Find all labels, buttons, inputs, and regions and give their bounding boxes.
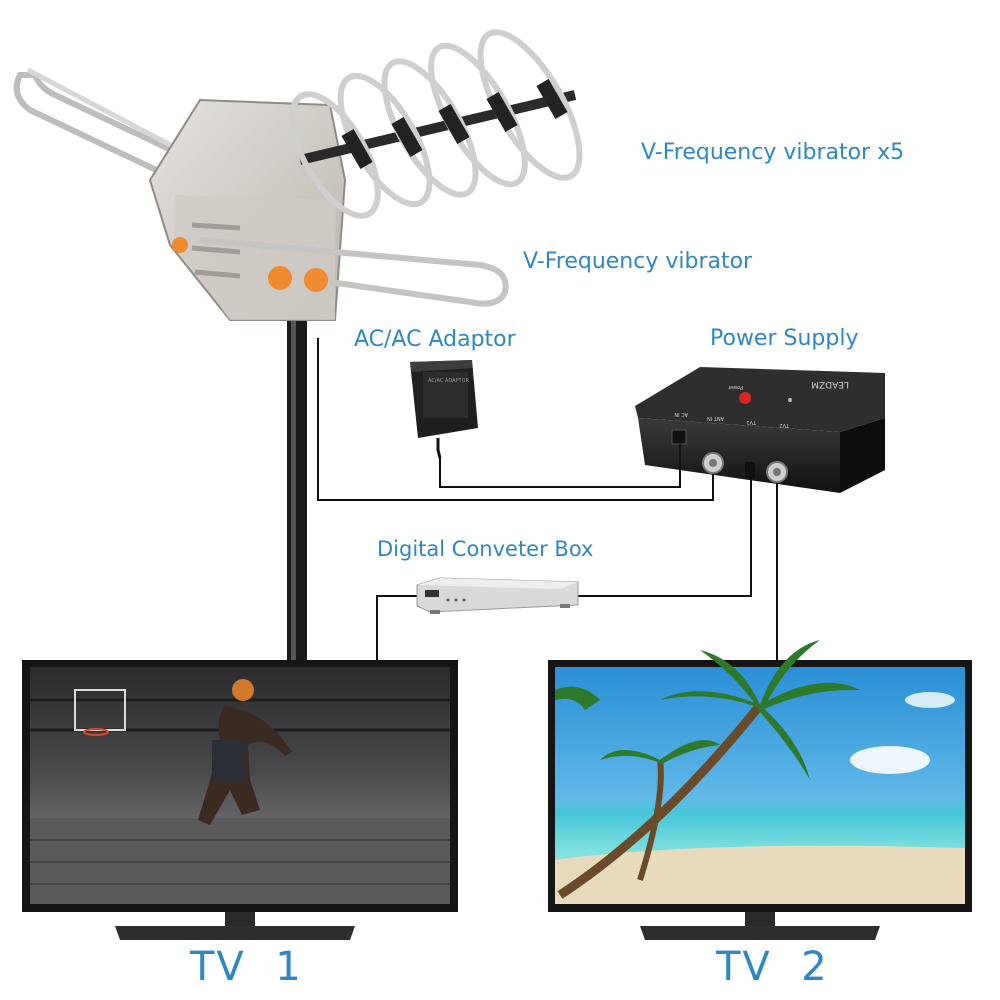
converter-box-label: Digital Conveter Box — [377, 537, 594, 561]
v-frequency-vibrator-x5-label: V-Frequency vibrator x5 — [641, 140, 905, 165]
tv-1 — [22, 660, 458, 940]
v-frequency-vibrator-label: V-Frequency vibrator — [523, 249, 753, 274]
antenna — [13, 29, 583, 321]
power-supply-box: LEADZM Power AC IN ANT IN TV1 TV2 — [635, 367, 885, 493]
power-supply-brand: LEADZM — [811, 379, 849, 389]
tv-2 — [548, 640, 972, 940]
cables — [317, 338, 778, 662]
power-supply-power-label: Power — [727, 384, 743, 390]
port-label-tv1: TV1 — [746, 419, 757, 425]
power-supply-label: Power Supply — [710, 326, 859, 351]
adaptor-text: AC/AC ADAPTOR — [428, 378, 470, 384]
ac-adaptor-label: AC/AC Adaptor — [354, 327, 516, 352]
digital-converter-box — [416, 577, 579, 614]
tv2-label: TV 2 — [716, 944, 829, 990]
tv1-label: TV 1 — [190, 944, 303, 990]
power-button-icon — [739, 392, 751, 404]
port-label-tv2: TV2 — [779, 422, 790, 428]
port-label-ac-in: AC IN — [674, 411, 688, 417]
antenna-mast — [287, 285, 307, 663]
ac-adaptor: AC/AC ADAPTOR — [410, 360, 478, 459]
port-label-ant-in: ANT IN — [707, 415, 724, 421]
